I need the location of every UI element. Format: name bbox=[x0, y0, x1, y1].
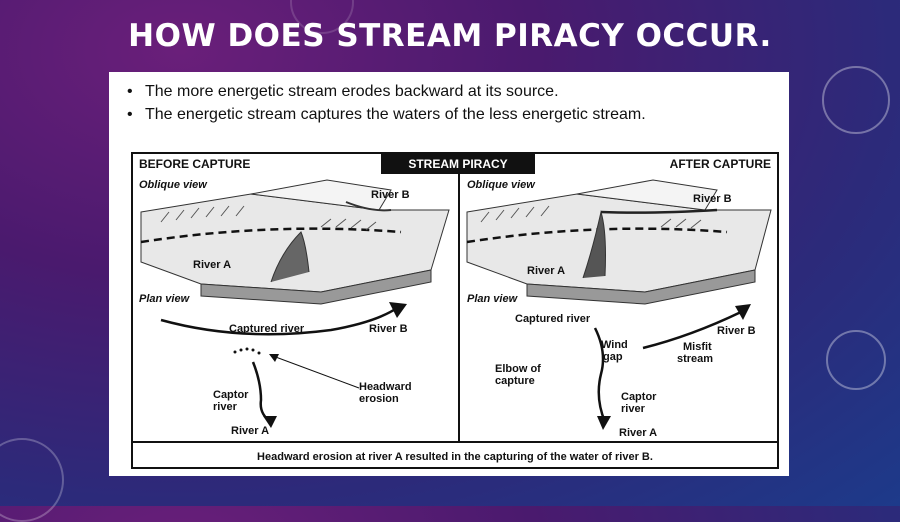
after-river-a-label: River A bbox=[527, 265, 565, 277]
after-captured-river-label: Captured river bbox=[515, 313, 591, 325]
before-headward-dots bbox=[233, 347, 261, 355]
after-wind-label-2: gap bbox=[603, 351, 623, 363]
header-after-capture: AFTER CAPTURE bbox=[670, 157, 771, 171]
before-captured-river-label: Captured river bbox=[229, 323, 305, 335]
stream-piracy-diagram: BEFORE CAPTURE STREAM PIRACY AFTER CAPTU… bbox=[131, 152, 779, 469]
after-elbow-label-2: capture bbox=[495, 375, 535, 387]
after-misfit-stream-line bbox=[642, 310, 742, 350]
after-river-b-arrowhead bbox=[735, 304, 751, 320]
before-plan-view-label: Plan view bbox=[139, 293, 191, 305]
header-center-bg bbox=[381, 154, 535, 174]
after-captor-river-line bbox=[593, 327, 607, 423]
after-river-b-label: River B bbox=[693, 193, 732, 205]
bullet-list: The more energetic stream erodes backwar… bbox=[121, 80, 646, 126]
after-plan-river-b-label: River B bbox=[717, 325, 756, 337]
before-captor-label-1: Captor bbox=[213, 389, 249, 401]
after-captor-label-2: river bbox=[621, 403, 646, 415]
decorative-ring-mid-right bbox=[826, 330, 886, 390]
before-captured-river-line bbox=[160, 306, 398, 336]
after-wind-label-1: Wind bbox=[601, 339, 628, 351]
after-elbow-label-1: Elbow of bbox=[495, 363, 541, 375]
decorative-ring-top-right bbox=[822, 66, 890, 134]
after-oblique-view-label: Oblique view bbox=[467, 179, 536, 191]
after-river-a-arrowhead bbox=[597, 416, 611, 430]
after-plan-view-label: Plan view bbox=[467, 293, 519, 305]
header-stream-piracy: STREAM PIRACY bbox=[408, 157, 507, 171]
before-river-a-arrowhead bbox=[263, 416, 277, 428]
decorative-ring-bottom-left bbox=[0, 438, 64, 522]
after-misfit-label-2: stream bbox=[677, 353, 713, 365]
before-plan-river-b-label: River B bbox=[369, 323, 408, 335]
diagram-caption: Headward erosion at river A resulted in … bbox=[257, 451, 653, 463]
before-headward-label-2: erosion bbox=[359, 393, 399, 405]
after-misfit-label-1: Misfit bbox=[683, 341, 712, 353]
bullet-item: The energetic stream captures the waters… bbox=[121, 103, 646, 126]
before-river-b-arrowhead bbox=[389, 302, 407, 318]
slide-title: HOW DOES STREAM PIRACY OCCUR. bbox=[128, 18, 772, 54]
content-card: The more energetic stream erodes backwar… bbox=[109, 72, 789, 476]
before-headward-label-1: Headward bbox=[359, 381, 412, 393]
before-oblique-view-label: Oblique view bbox=[139, 179, 208, 191]
header-before-capture: BEFORE CAPTURE bbox=[139, 157, 250, 171]
after-oblique-block bbox=[466, 179, 772, 305]
after-captor-label-1: Captor bbox=[621, 391, 657, 403]
before-plan-river-a-label: River A bbox=[231, 425, 269, 437]
before-captor-label-2: river bbox=[213, 401, 238, 413]
before-river-b-label: River B bbox=[371, 189, 410, 201]
before-oblique-block bbox=[140, 179, 450, 305]
before-headward-arrow bbox=[272, 355, 360, 389]
before-river-a-label: River A bbox=[193, 259, 231, 271]
after-plan-river-a-label: River A bbox=[619, 427, 657, 439]
bullet-item: The more energetic stream erodes backwar… bbox=[121, 80, 646, 103]
